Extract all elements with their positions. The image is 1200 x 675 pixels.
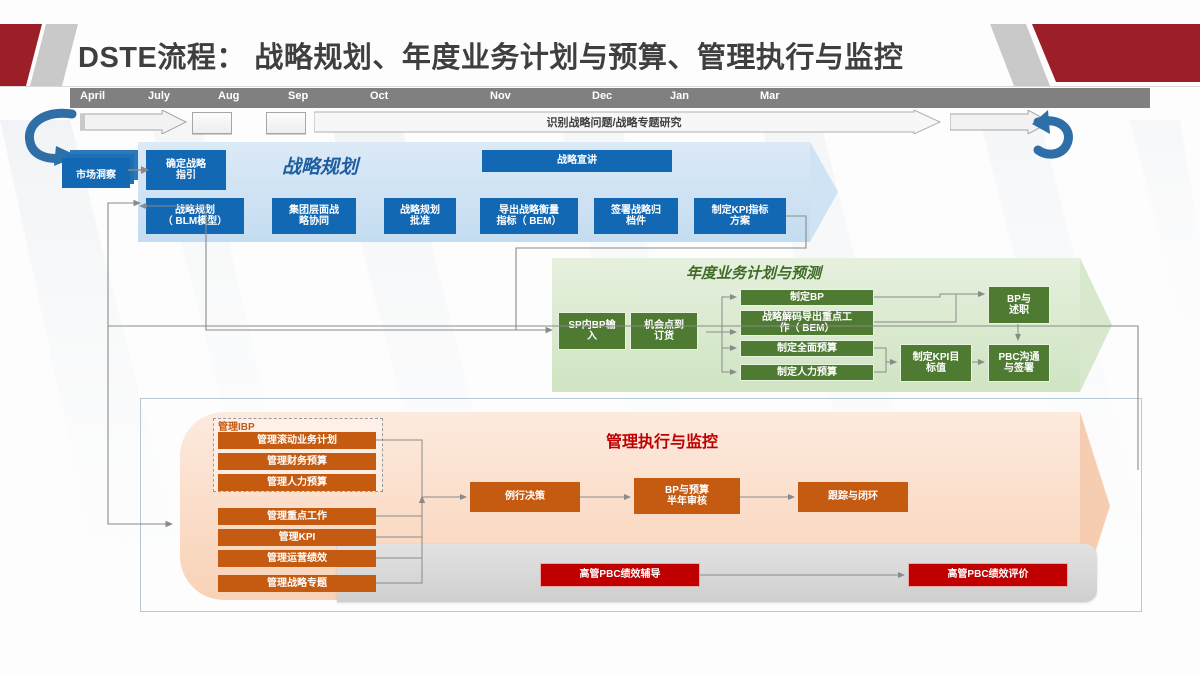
annual-input-2-line2: 订货 — [654, 331, 674, 342]
annual-output-bp-line2: 述职 — [1009, 305, 1029, 316]
strategy-step-6-line1: 制定KPI指标 — [711, 204, 769, 216]
market-insight-arrow-icon — [128, 166, 149, 174]
execution-flow-2-line2: 半年审核 — [667, 496, 707, 507]
execution-flow-3-label: 跟踪与闭环 — [828, 491, 878, 503]
strategy-broadcast-box[interactable]: 战略宣讲 — [482, 150, 672, 172]
annual-task-4[interactable]: 制定人力预算 — [740, 364, 874, 381]
timeline-month-jan: Jan — [670, 90, 689, 102]
annual-task-1[interactable]: 制定BP — [740, 289, 874, 306]
strategy-step-4-line2: 指标（ BEM） — [496, 216, 562, 227]
annual-task-4-label: 制定人力预算 — [777, 366, 837, 378]
annual-band-title: 年度业务计划与预测 — [686, 265, 822, 282]
timeline-month-april: April — [80, 90, 106, 102]
annual-input-2[interactable]: 机会点到 订货 — [630, 312, 698, 350]
execution-band-title: 管理执行与监控 — [606, 434, 719, 451]
header-right-decoration — [990, 24, 1200, 86]
annual-output-pbc[interactable]: PBC沟通 与签署 — [988, 344, 1050, 382]
timeline-month-oct: Oct — [370, 90, 389, 102]
ibp-item-1[interactable]: 管理滚动业务计划 — [218, 432, 376, 449]
annual-output-pbc-line1: PBC沟通 — [998, 351, 1040, 363]
timeline-month-nov: Nov — [490, 90, 511, 102]
annual-band-arrowhead — [1080, 258, 1112, 392]
market-insight-label: 市场洞察 — [76, 169, 116, 181]
manage-item-1[interactable]: 管理重点工作 — [218, 508, 376, 525]
pbc-evaluation-box[interactable]: 高管PBC绩效评价 — [908, 563, 1068, 587]
timeline-month-mar: Mar — [760, 90, 780, 102]
strategy-step-5-line1: 签署战略归 — [611, 204, 661, 216]
annual-kpi-box[interactable]: 制定KPI目 标值 — [900, 344, 972, 382]
annual-input-1-line2: 入 — [587, 331, 597, 342]
strategy-step-2[interactable]: 集团层面战 略协同 — [272, 198, 356, 234]
strategy-step-2-line2: 略协同 — [299, 216, 329, 227]
timeline-box-aug — [192, 112, 232, 134]
ibp-group-label: 管理IBP — [218, 422, 255, 433]
strategy-step-2-line1: 集团层面战 — [289, 204, 339, 216]
pbc-evaluation-label: 高管PBC绩效评价 — [947, 569, 1029, 581]
annual-task-3[interactable]: 制定全面预算 — [740, 340, 874, 357]
execution-flow-1[interactable]: 例行决策 — [470, 482, 580, 512]
manage-item-2[interactable]: 管理KPI — [218, 529, 376, 546]
timeline-month-aug: Aug — [218, 90, 240, 102]
annual-input-1[interactable]: SP内BP输 入 — [558, 312, 626, 350]
timeline-arrow-1-icon — [80, 110, 188, 134]
strategy-broadcast-label: 战略宣讲 — [557, 155, 597, 167]
strategy-step-5[interactable]: 签署战略归 档件 — [594, 198, 678, 234]
strategy-step-6-line2: 方案 — [730, 216, 750, 227]
timeline-bar: April July Aug Sep Oct Nov Dec Jan Mar — [70, 88, 1150, 108]
manage-item-1-label: 管理重点工作 — [267, 510, 327, 522]
ibp-item-3-label: 管理人力预算 — [267, 476, 327, 488]
execution-flow-2-line1: BP与预算 — [665, 484, 709, 496]
strategy-step-3[interactable]: 战略规划 批准 — [384, 198, 456, 234]
pbc-coaching-label: 高管PBC绩效辅导 — [579, 569, 661, 581]
annual-output-bp-line1: BP与 — [1007, 293, 1031, 305]
manage-item-4-label: 管理战略专题 — [267, 577, 327, 589]
annual-output-pbc-line2: 与签署 — [1004, 363, 1034, 374]
annual-task-1-label: 制定BP — [790, 291, 824, 303]
manage-item-3[interactable]: 管理运营绩效 — [218, 550, 376, 567]
execution-flow-1-label: 例行决策 — [505, 491, 545, 503]
execution-flow-2[interactable]: BP与预算 半年审核 — [634, 478, 740, 514]
strategy-band-title: 战略规划 — [282, 157, 359, 178]
strategy-step-3-line1: 战略规划 — [400, 204, 440, 216]
strategy-step-6[interactable]: 制定KPI指标 方案 — [694, 198, 786, 234]
loop-arrow-right-icon — [1032, 110, 1073, 159]
manage-item-3-label: 管理运营绩效 — [267, 552, 327, 564]
annual-kpi-line1: 制定KPI目 — [912, 351, 960, 363]
annual-task-3-label: 制定全面预算 — [777, 342, 837, 354]
timeline-box-sep — [266, 112, 306, 134]
timeline-month-july: July — [148, 90, 171, 102]
annual-input-2-line1: 机会点到 — [644, 319, 684, 331]
strategy-lead-box[interactable]: 确定战略 指引 — [146, 150, 226, 190]
strategy-step-1[interactable]: 战略规划 （ BLM模型） — [146, 198, 244, 234]
strategy-band-arrowhead — [810, 142, 838, 242]
page-title: DSTE流程： 战略规划、年度业务计划与预算、管理执行与监控 — [78, 42, 904, 74]
annual-task-2-line2: 作（ BEM） — [779, 323, 835, 334]
strategy-step-5-line2: 档件 — [626, 216, 646, 227]
strategy-step-4[interactable]: 导出战略衡量 指标（ BEM） — [480, 198, 578, 234]
timeline-arrow-row: 识别战略问题/战略专题研究 — [70, 110, 1150, 136]
strategy-lead-line1: 确定战略 — [166, 158, 206, 170]
ibp-item-2[interactable]: 管理财务预算 — [218, 453, 376, 470]
strategy-step-3-line2: 批准 — [410, 216, 430, 227]
annual-task-2[interactable]: 战略解码导出重点工 作（ BEM） — [740, 310, 874, 336]
manage-item-4[interactable]: 管理战略专题 — [218, 575, 376, 592]
annual-input-1-line1: SP内BP输 — [568, 319, 616, 331]
strategy-step-4-line1: 导出战略衡量 — [499, 204, 559, 216]
annual-output-bp[interactable]: BP与 述职 — [988, 286, 1050, 324]
annual-task-2-line1: 战略解码导出重点工 — [762, 311, 852, 323]
annual-kpi-line2: 标值 — [926, 363, 946, 374]
timeline-research-label: 识别战略问题/战略专题研究 — [546, 117, 682, 129]
timeline-month-dec: Dec — [592, 90, 613, 102]
strategy-lead-line2: 指引 — [176, 170, 196, 181]
strategy-step-1-line2: （ BLM模型） — [162, 216, 228, 227]
strategy-step-1-line1: 战略规划 — [175, 204, 215, 216]
ibp-item-2-label: 管理财务预算 — [267, 455, 327, 467]
pbc-coaching-box[interactable]: 高管PBC绩效辅导 — [540, 563, 700, 587]
ibp-item-3[interactable]: 管理人力预算 — [218, 474, 376, 491]
ibp-item-1-label: 管理滚动业务计划 — [257, 434, 337, 446]
timeline-month-sep: Sep — [288, 90, 309, 102]
execution-flow-3[interactable]: 跟踪与闭环 — [798, 482, 908, 512]
manage-item-2-label: 管理KPI — [278, 531, 316, 543]
